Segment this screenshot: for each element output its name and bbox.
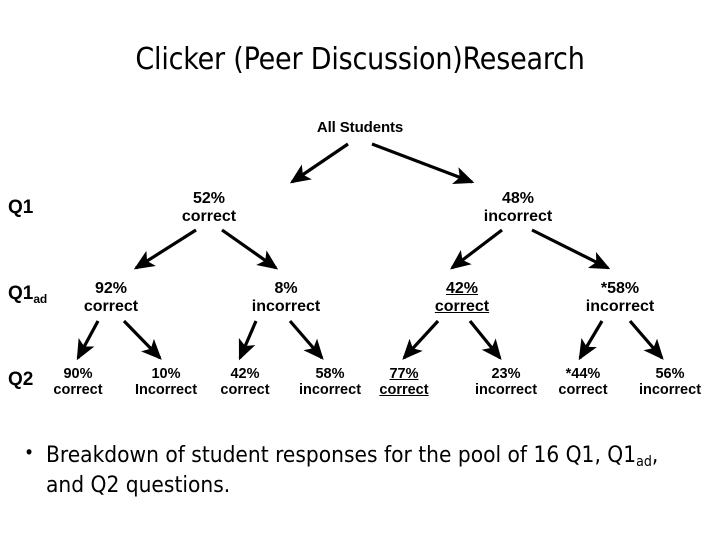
row-label-q1: Q1 <box>8 198 33 217</box>
tree-node-q1ad-42-correct-label: correct <box>434 297 490 315</box>
tree-node-q2-42-correct-label: correct <box>220 382 270 399</box>
tree-node-q1-incorrect-label: incorrect <box>483 207 553 225</box>
tree-node-q2-44-correct-label: correct <box>558 382 608 399</box>
tree-node-q2-10-incorrect: 10% Incorrect <box>135 366 197 398</box>
page-title: Clicker (Peer Discussion)Research <box>135 42 585 77</box>
tree-node-q1ad-42-correct-pct: 42% <box>445 280 479 297</box>
tree-node-q2-44-correct: *44% correct <box>558 366 607 398</box>
tree-node-q1ad-92-correct-label: correct <box>83 297 139 315</box>
row-label-q1-base: Q1 <box>8 197 34 218</box>
tree-node-q2-90-correct-pct: 90% <box>63 366 93 382</box>
tree-node-q2-90-correct-label: correct <box>53 382 103 399</box>
bullet-text-subscript: ad <box>636 454 652 470</box>
tree-node-q2-58-incorrect-pct: 58% <box>315 366 345 382</box>
tree-node-q2-58-incorrect: 58% incorrect <box>299 366 361 398</box>
tree-diagram: All Students Q1 Q1ad Q2 52% correct 48% … <box>0 108 720 420</box>
tree-node-q1ad-92-correct: 92% correct <box>84 280 138 316</box>
tree-node-q1ad-58-incorrect-pct: *58% <box>600 280 640 297</box>
bullet-marker-icon: • <box>24 442 35 464</box>
row-label-q1ad-base: Q1 <box>8 283 34 304</box>
tree-node-q1-correct: 52% correct <box>182 190 236 226</box>
tree-node-q1ad-58-incorrect-label: incorrect <box>585 297 655 315</box>
row-label-q1ad-sub: ad <box>33 292 47 306</box>
tree-node-q2-58-incorrect-label: incorrect <box>298 382 362 399</box>
tree-node-q2-77-correct: 77% correct <box>379 366 428 398</box>
row-label-q2: Q2 <box>8 370 33 389</box>
tree-node-q1ad-92-correct-pct: 92% <box>94 280 128 297</box>
tree-node-q1ad-8-incorrect: 8% incorrect <box>252 280 320 316</box>
tree-node-q2-42-correct-pct: 42% <box>230 366 260 382</box>
tree-node-q2-77-correct-label: correct <box>379 382 429 399</box>
tree-node-q2-42-correct: 42% correct <box>220 366 269 398</box>
tree-node-q1-correct-pct: 52% <box>192 190 226 207</box>
tree-node-root-label: All Students <box>316 119 404 136</box>
tree-node-q1ad-8-incorrect-pct: 8% <box>274 280 298 297</box>
tree-node-q2-77-correct-pct: 77% <box>389 366 419 382</box>
row-label-q1ad: Q1ad <box>8 283 47 306</box>
body-text: • Breakdown of student responses for the… <box>24 440 700 500</box>
tree-node-q1-incorrect-pct: 48% <box>501 190 535 207</box>
row-label-q2-base: Q2 <box>8 369 34 390</box>
tree-node-q2-10-incorrect-label: Incorrect <box>134 382 198 399</box>
tree-node-q2-23-incorrect-pct: 23% <box>491 366 521 382</box>
list-item: • Breakdown of student responses for the… <box>24 440 700 500</box>
tree-node-q1-incorrect: 48% incorrect <box>484 190 552 226</box>
tree-node-q2-10-incorrect-pct: 10% <box>151 366 181 382</box>
tree-node-root: All Students <box>316 119 404 137</box>
tree-node-q2-90-correct: 90% correct <box>53 366 102 398</box>
bullet-text-part2: , and Q2 questions. <box>46 442 659 499</box>
tree-node-q1ad-58-incorrect: *58% incorrect <box>586 280 654 316</box>
tree-node-q2-44-correct-pct: *44% <box>565 366 601 382</box>
tree-node-q2-56-incorrect-label: incorrect <box>638 382 702 399</box>
tree-node-q2-23-incorrect: 23% incorrect <box>475 366 537 398</box>
tree-node-q1ad-42-correct: 42% correct <box>435 280 489 316</box>
tree-node-q2-23-incorrect-label: incorrect <box>474 382 538 399</box>
tree-node-q2-56-incorrect: 56% incorrect <box>639 366 701 398</box>
tree-node-q2-56-incorrect-pct: 56% <box>655 366 685 382</box>
bullet-text: Breakdown of student responses for the p… <box>46 440 700 500</box>
tree-node-q1ad-8-incorrect-label: incorrect <box>251 297 321 315</box>
bullet-text-part1: Breakdown of student responses for the p… <box>46 442 637 468</box>
tree-node-q1-correct-label: correct <box>181 207 237 225</box>
